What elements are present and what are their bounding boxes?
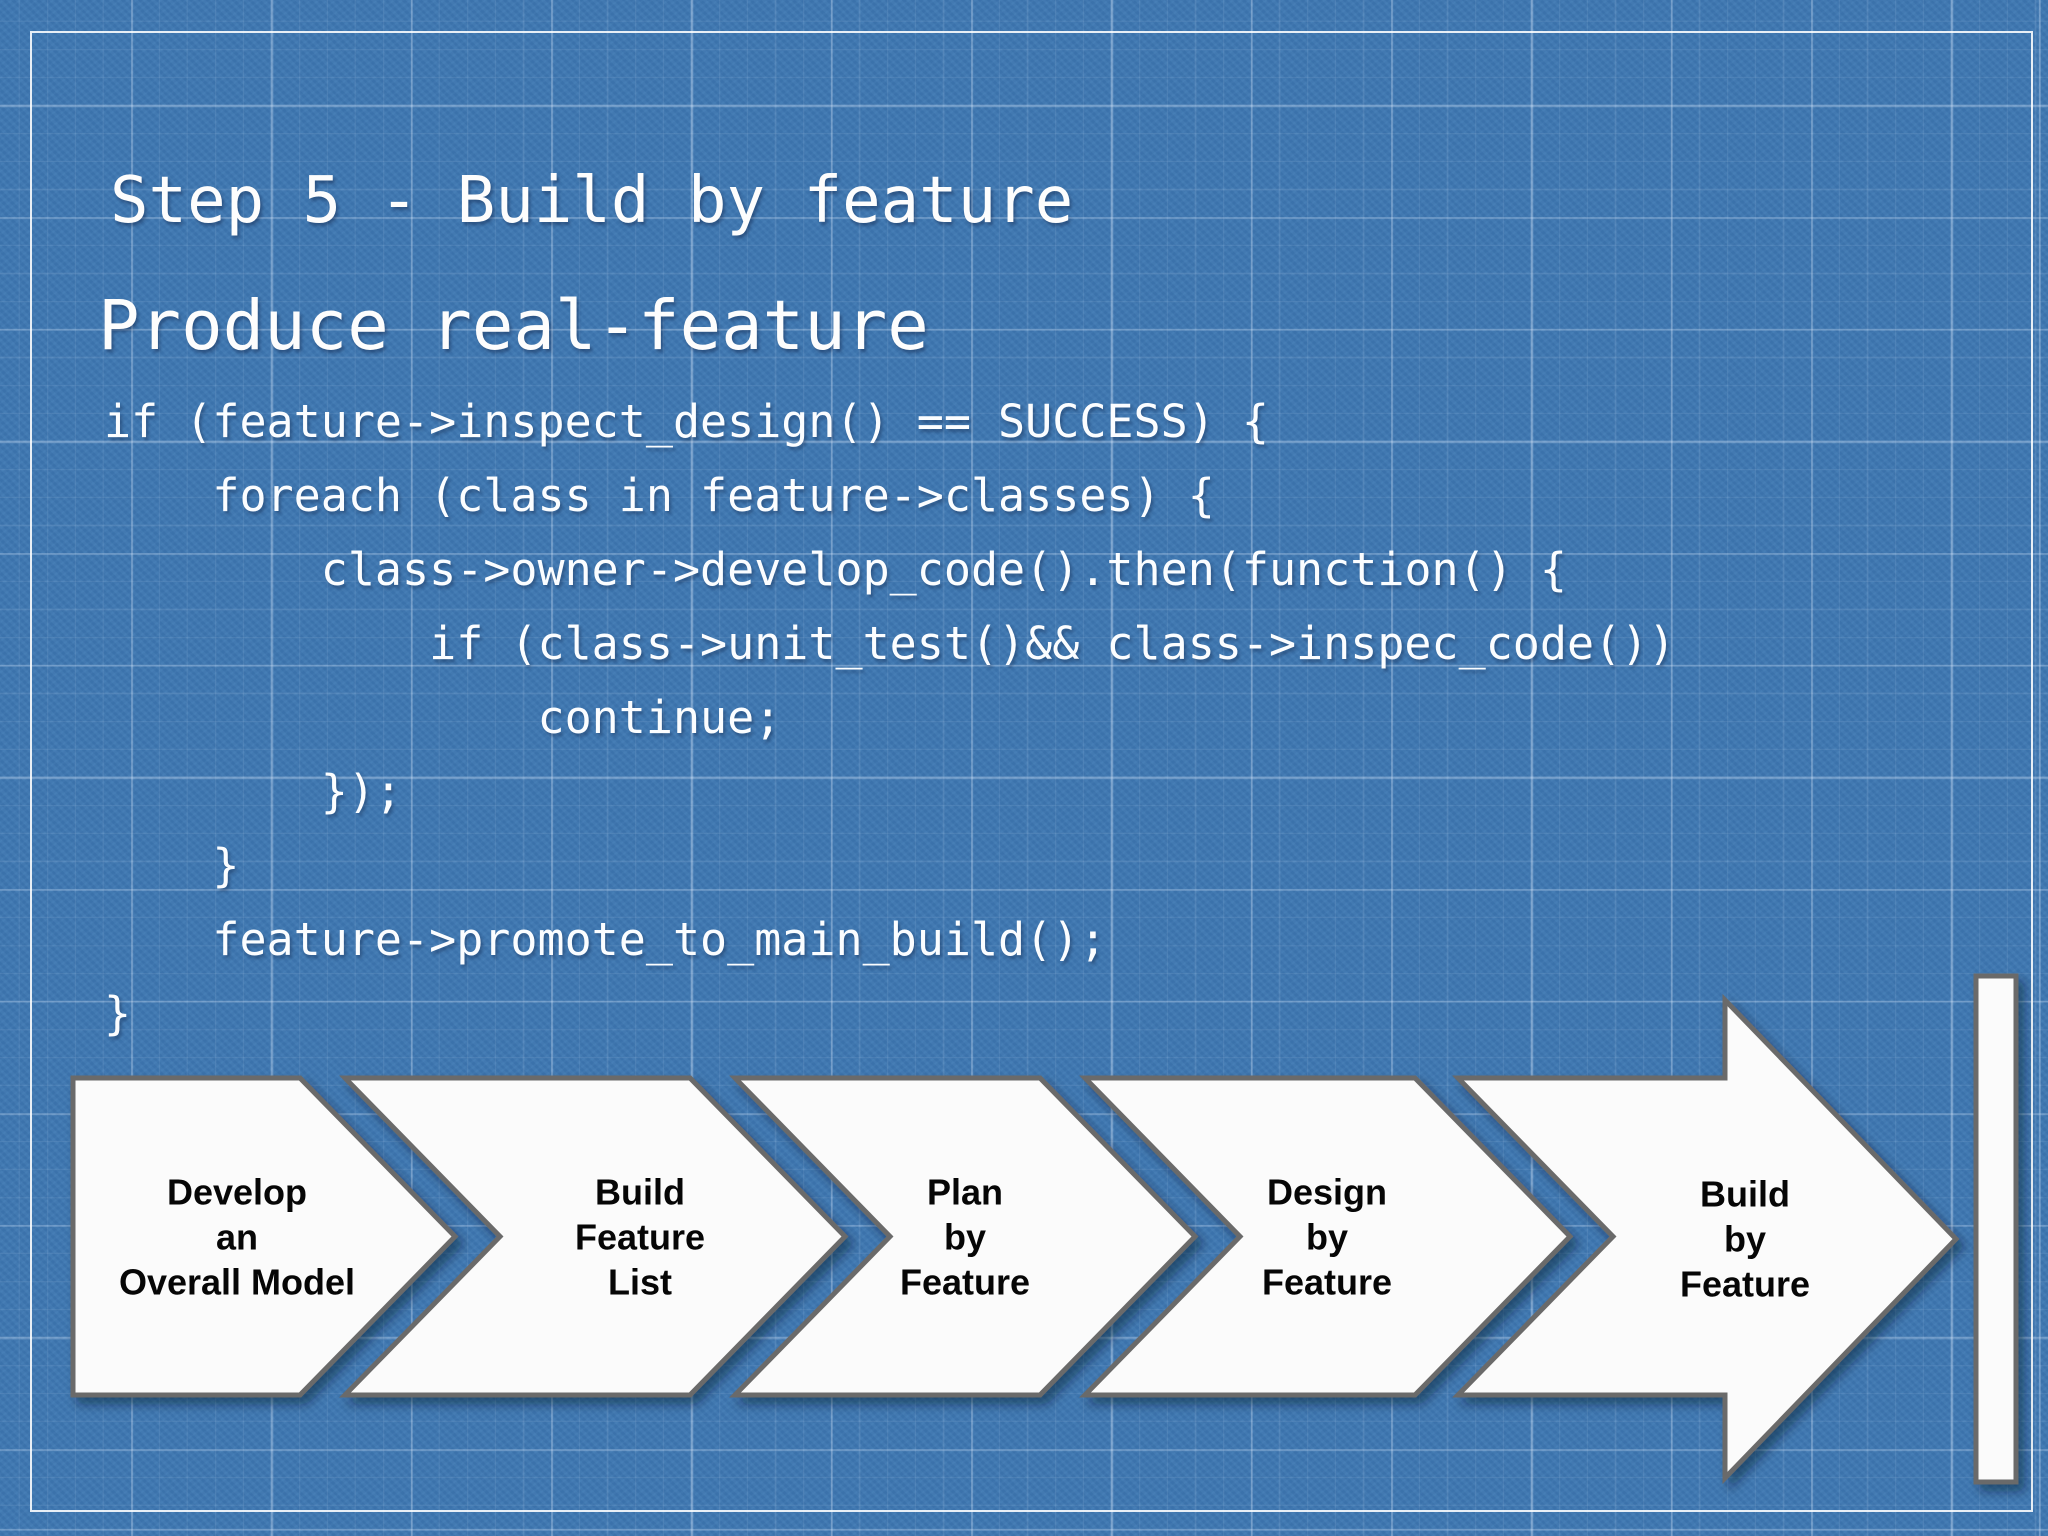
code-line: foreach (class in feature->classes) { bbox=[104, 469, 1215, 522]
slide-subtitle: Produce real-feature bbox=[98, 286, 929, 366]
code-line: if (feature->inspect_design() == SUCCESS… bbox=[104, 395, 1269, 448]
step-label-develop-an-overall-model: Develop an Overall Model bbox=[118, 1171, 356, 1303]
code-line: class->owner->develop_code().then(functi… bbox=[104, 543, 1567, 596]
slide-title: Step 5 - Build by feature bbox=[110, 164, 1074, 238]
code-line: } bbox=[104, 987, 132, 1040]
code-line: } bbox=[104, 839, 240, 892]
step-label-design-by-feature: Design by Feature bbox=[1261, 1171, 1393, 1303]
chevron-develop-an-overall-model bbox=[70, 1075, 459, 1398]
code-block: if (feature->inspect_design() == SUCCESS… bbox=[104, 385, 1675, 1051]
code-line: if (class->unit_test()&& class->inspec_c… bbox=[104, 617, 1676, 670]
chevron-design-by-feature bbox=[1079, 1075, 1574, 1398]
chevron-build-feature-list bbox=[339, 1075, 849, 1398]
step-label-build-by-feature: Build by Feature bbox=[1679, 1173, 1811, 1305]
chevron-plan-by-feature bbox=[729, 1075, 1199, 1398]
arrow-build-by-feature bbox=[1452, 993, 1960, 1485]
step-label-plan-by-feature: Plan by Feature bbox=[899, 1171, 1031, 1303]
code-line: feature->promote_to_main_build(); bbox=[104, 913, 1107, 966]
flow-terminator-bar bbox=[1973, 973, 2019, 1485]
code-line: }); bbox=[104, 765, 403, 818]
code-line: continue; bbox=[104, 691, 782, 744]
step-label-build-feature-list: Build Feature List bbox=[574, 1171, 706, 1303]
